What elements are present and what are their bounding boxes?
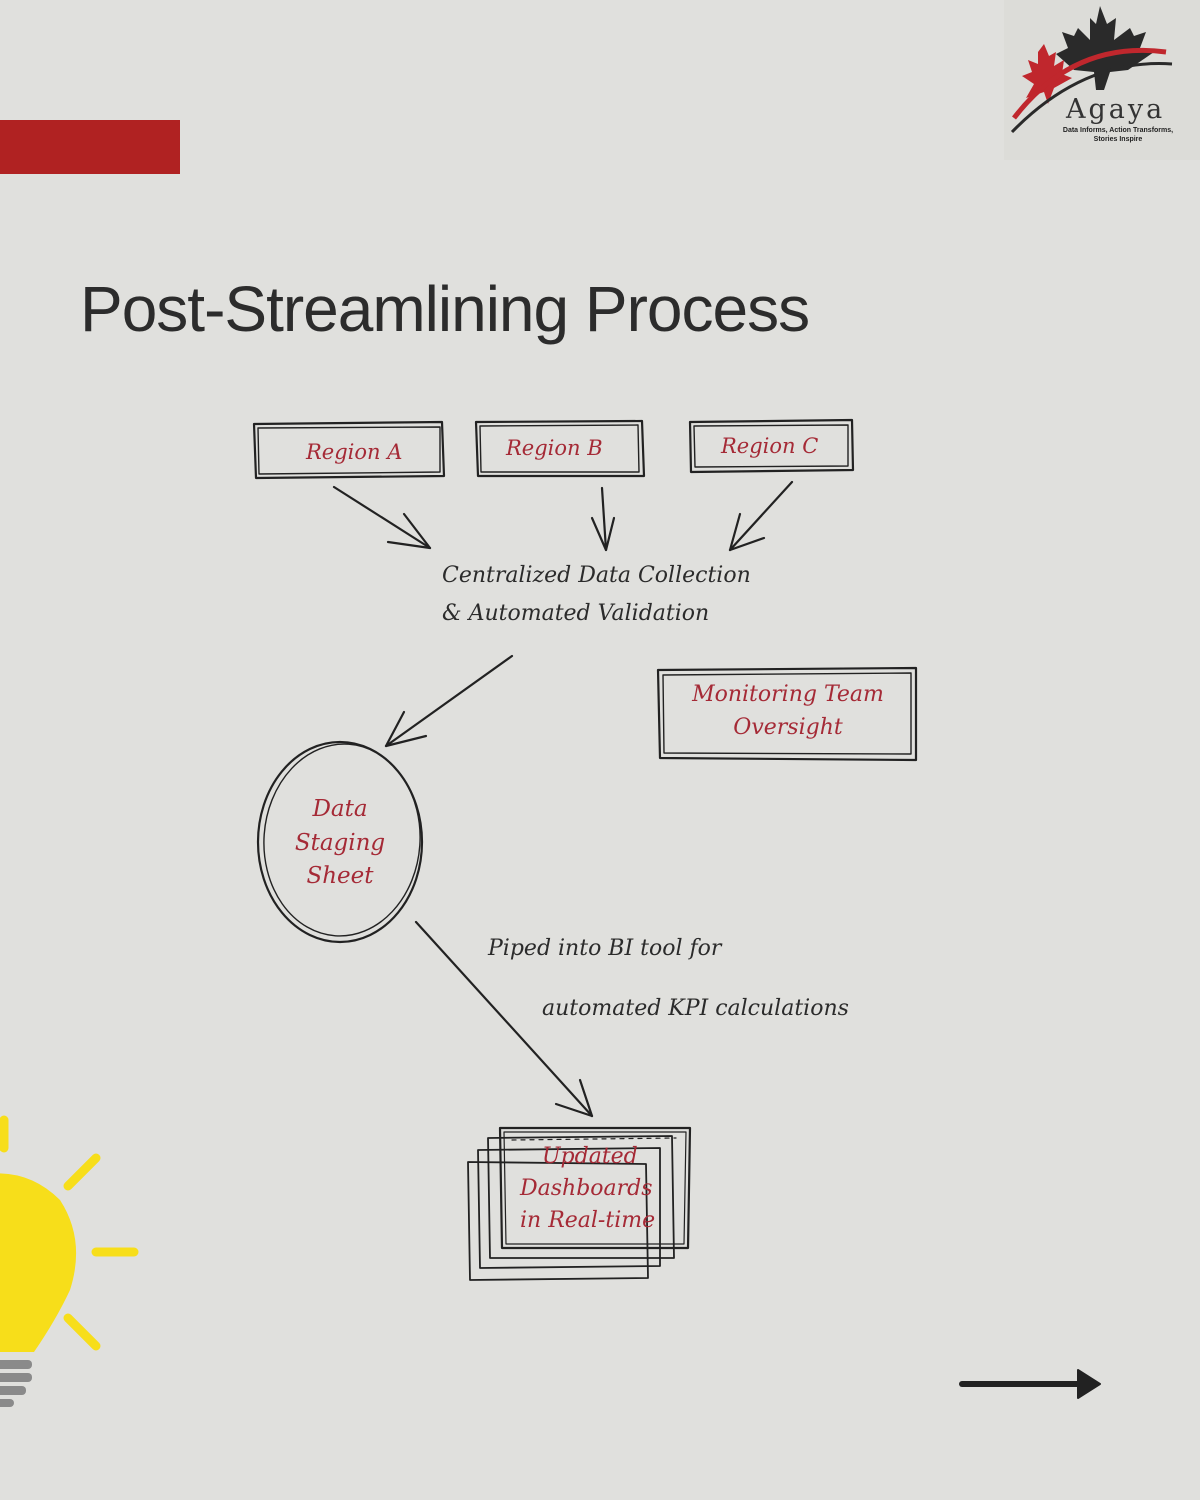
pipeline-note-line-1: Piped into BI tool for [488, 936, 722, 961]
agaya-logo [1004, 0, 1200, 160]
logo-swoosh-red [1012, 47, 1167, 120]
logo-tagline: Data Informs, Action Transforms, Stories… [1062, 127, 1174, 143]
staging-line-3: Sheet [306, 863, 374, 889]
region-a-box [252, 420, 446, 480]
region-b-label: Region B [506, 436, 603, 460]
dashboards-line-1: Updated [542, 1144, 638, 1169]
staging-circle [256, 740, 424, 944]
region-c-label: Region C [721, 434, 819, 458]
dashboards-line-2: Dashboards [520, 1176, 653, 1201]
arrow-to-dashboards [414, 920, 594, 1118]
collection-line-2: & Automated Validation [442, 601, 710, 626]
arrow-to-staging [384, 654, 514, 748]
region-a-label: Region A [306, 440, 403, 464]
arrow-region-a [332, 485, 432, 550]
dashboards-stack [467, 1126, 692, 1281]
maple-leaf-red-icon [1022, 44, 1072, 104]
region-b-box [474, 419, 646, 478]
monitoring-line-2: Oversight [733, 715, 843, 740]
monitoring-line-1: Monitoring Team [692, 682, 884, 707]
maple-leaf-black-icon [1056, 6, 1154, 90]
lightbulb-icon [0, 1115, 139, 1407]
monitoring-box [656, 666, 918, 762]
collection-line-1: Centralized Data Collection [442, 563, 751, 588]
staging-line-1: Data [312, 796, 368, 822]
arrow-right-icon[interactable] [959, 1369, 1101, 1399]
logo-name: Agaya [1066, 94, 1166, 125]
dashboards-line-3: in Real-time [520, 1208, 656, 1233]
region-c-box [688, 418, 855, 474]
accent-bar [0, 120, 180, 174]
arrow-region-b [590, 486, 616, 552]
logo-swoosh-black [1010, 62, 1173, 134]
pipeline-note-line-2: automated KPI calculations [542, 996, 849, 1021]
staging-line-2: Staging [294, 830, 386, 856]
page-title: Post-Streamlining Process [80, 273, 810, 345]
arrow-region-c [728, 480, 794, 552]
